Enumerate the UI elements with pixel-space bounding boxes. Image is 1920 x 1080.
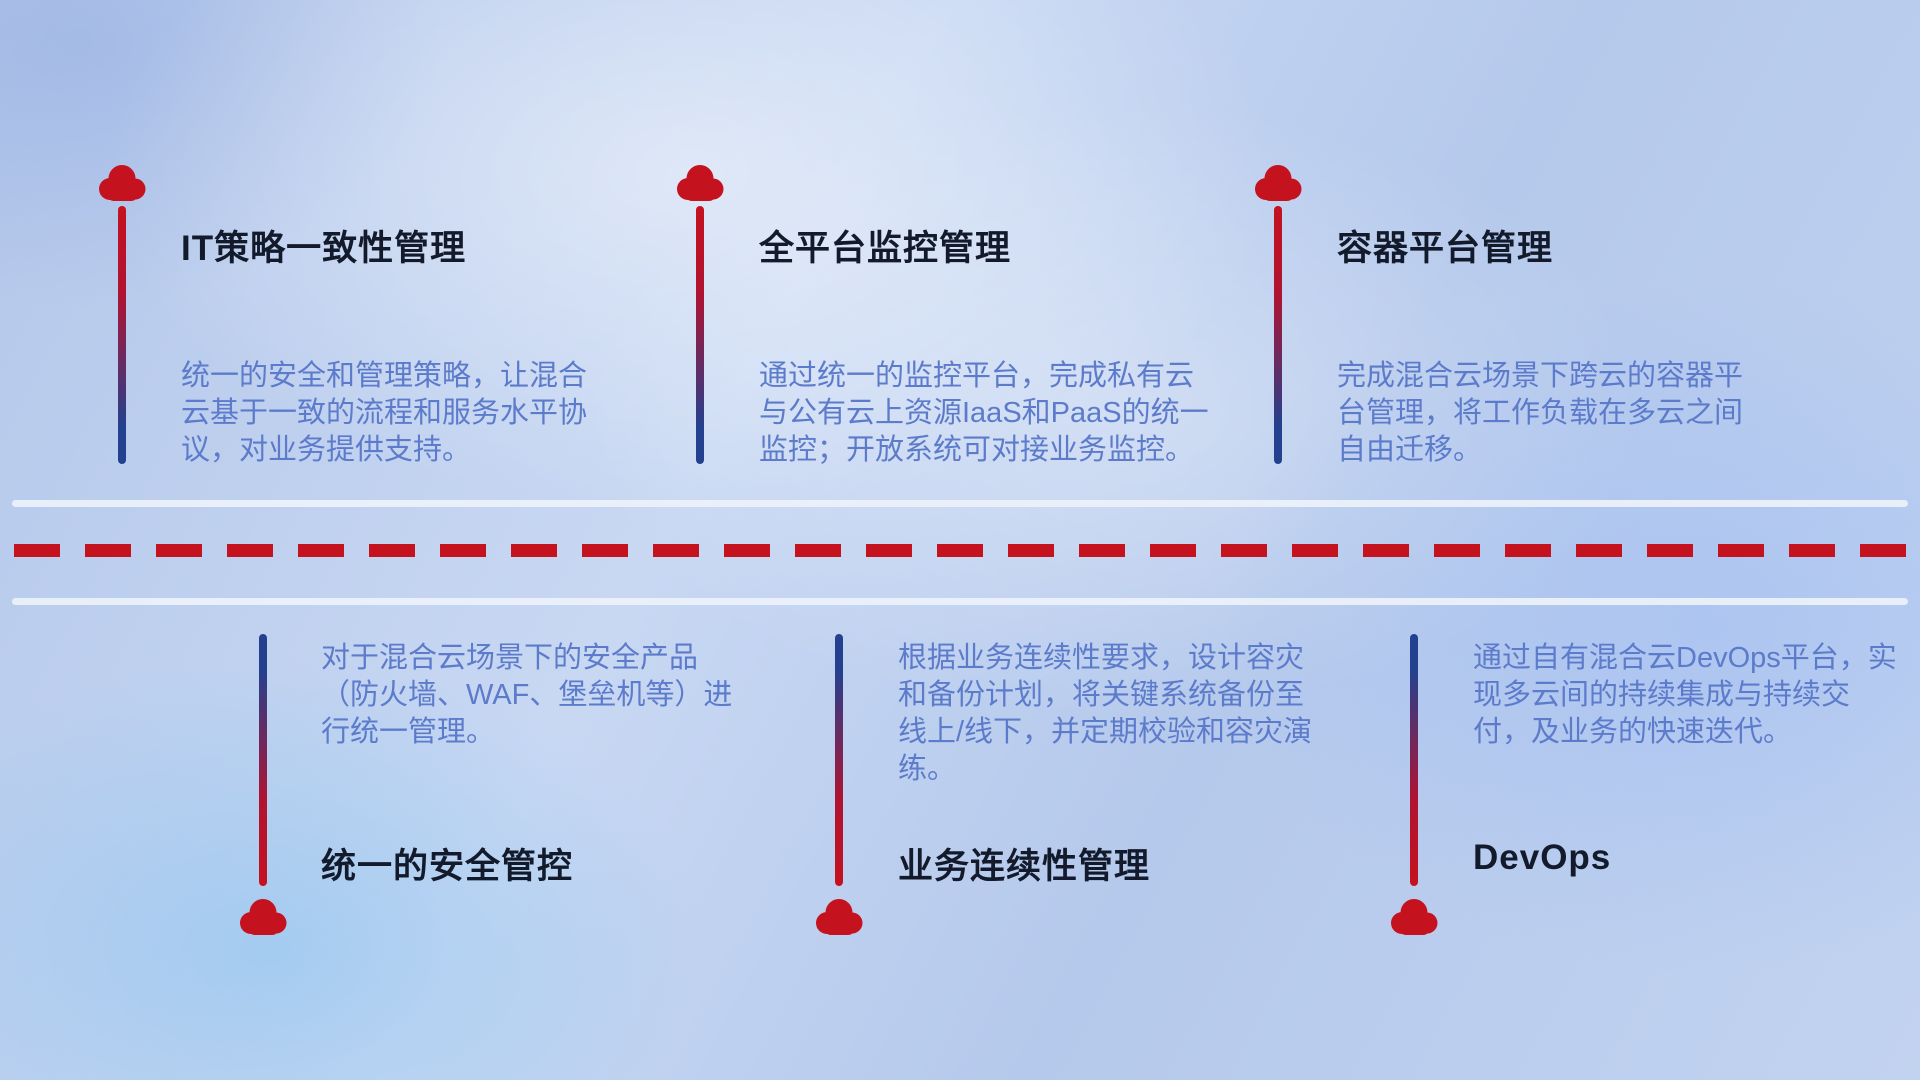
feature-description: 通过自有混合云DevOps平台，实现多云间的持续集成与持续交付，及业务的快速迭代… <box>1473 642 1897 748</box>
road-dashed-center-line <box>14 544 1906 557</box>
timeline-connector-line <box>1410 634 1418 886</box>
cloud-icon <box>94 162 150 204</box>
cloud-icon <box>811 896 867 938</box>
feature-title: 容器平台管理 <box>1337 229 1554 268</box>
road-solid-line-top <box>12 500 1908 507</box>
feature-title: 全平台监控管理 <box>759 229 1012 268</box>
feature-title: IT策略一致性管理 <box>181 229 467 268</box>
cloud-icon <box>1386 896 1442 938</box>
feature-description: 通过统一的监控平台，完成私有云与公有云上资源IaaS和PaaS的统一监控；开放系… <box>759 360 1209 466</box>
feature-title: 业务连续性管理 <box>898 847 1151 886</box>
timeline-connector-line <box>696 206 704 464</box>
timeline-connector-line <box>835 634 843 886</box>
timeline-connector-line <box>118 206 126 464</box>
cloud-icon <box>672 162 728 204</box>
cloud-icon <box>1250 162 1306 204</box>
timeline-connector-line <box>259 634 267 886</box>
road-solid-line-bottom <box>12 598 1908 605</box>
cloud-icon <box>235 896 291 938</box>
feature-description: 统一的安全和管理策略，让混合云基于一致的流程和服务水平协议，对业务提供支持。 <box>181 360 588 466</box>
feature-description: 完成混合云场景下跨云的容器平台管理，将工作负载在多云之间自由迁移。 <box>1337 360 1744 466</box>
timeline-connector-line <box>1274 206 1282 464</box>
feature-title: DevOps <box>1473 838 1612 877</box>
feature-description: 对于混合云场景下的安全产品（防火墙、WAF、堡垒机等）进行统一管理。 <box>321 642 733 748</box>
feature-description: 根据业务连续性要求，设计容灾和备份计划，将关键系统备份至线上/线下，并定期校验和… <box>898 642 1313 785</box>
feature-title: 统一的安全管控 <box>321 847 574 886</box>
